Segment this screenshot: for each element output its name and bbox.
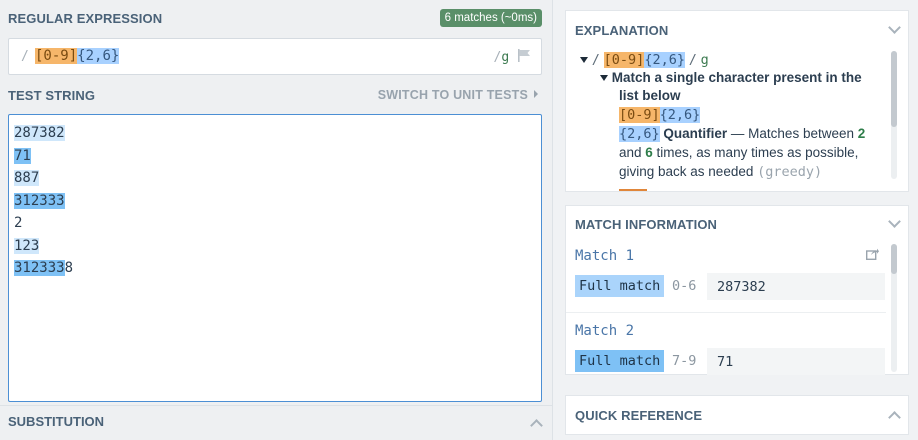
root-flags: g (700, 52, 709, 68)
match-label: Match 1 (575, 248, 635, 264)
node-description-line2: list below (619, 88, 681, 103)
quantifier-text: — Matches between (727, 126, 858, 141)
chevron-down-icon[interactable] (888, 215, 901, 228)
line-text: 2 (14, 215, 23, 231)
explanation-card: EXPLANATION / [0-9]{2,6} / g Match a sin… (565, 10, 909, 192)
regex-pattern[interactable]: [0-9]{2,6} (35, 48, 120, 64)
match-highlight: 312333 (14, 260, 65, 276)
editor-pane: REGULAR EXPRESSION 6 matches (~0ms) / [0… (0, 9, 552, 440)
detail-quantifier-token: {2,6} (659, 107, 701, 123)
test-string-lines: 287382 71 887 312333 2 123 3123338 (14, 122, 73, 280)
line-text: 8 (64, 260, 74, 276)
regex-set-token: [0-9] (35, 48, 78, 64)
regex-flag-g: g (501, 50, 510, 65)
test-line: 3123338 (14, 257, 73, 280)
match-count-badge: 6 matches (~0ms) (439, 9, 542, 27)
match-scrollbar[interactable] (891, 244, 897, 274)
flag-icon[interactable] (517, 49, 531, 62)
regex-input[interactable]: / [0-9]{2,6} /g (8, 38, 542, 75)
chevron-right-icon (534, 90, 538, 98)
test-line: 312333 (14, 190, 73, 213)
match-information-title[interactable]: MATCH INFORMATION (575, 217, 718, 232)
match-divider (566, 312, 886, 313)
regex-quantifier-token: {2,6} (77, 48, 120, 64)
tree-expand-icon[interactable] (600, 75, 608, 81)
node-description-line1: Match a single character present in the (611, 70, 862, 85)
sidebar-pane: EXPLANATION / [0-9]{2,6} / g Match a sin… (552, 0, 918, 440)
match-range: 7-9 (672, 353, 697, 369)
regex-delimiter-close: / (493, 50, 502, 65)
substitution-title: SUBSTITUTION (8, 414, 105, 429)
match-range: 0-6 (672, 278, 697, 294)
switch-to-unit-tests-button[interactable]: SWITCH TO UNIT TESTS (378, 88, 538, 102)
chevron-up-icon[interactable] (530, 419, 543, 432)
test-line: 123 (14, 235, 73, 258)
test-string-title: TEST STRING (8, 88, 96, 103)
chevron-up-icon[interactable] (888, 411, 901, 424)
match-value[interactable]: 71 (707, 348, 885, 375)
regex-flags[interactable]: /g (494, 49, 531, 65)
root-delimiter-close: / (688, 52, 697, 68)
greedy-label: (greedy) (757, 164, 823, 180)
root-quantifier-token: {2,6} (644, 52, 685, 68)
quick-reference-title: QUICK REFERENCE (575, 408, 703, 423)
match-highlight: 887 (14, 170, 40, 186)
test-line: 71 (14, 145, 73, 168)
quantifier-label: Quantifier (663, 126, 728, 141)
match-highlight: 287382 (14, 125, 65, 141)
quantifier-and: and (619, 145, 646, 160)
match-information-card: MATCH INFORMATION Match 1 Full match 0-6… (565, 205, 909, 375)
quantifier-token: {2,6} (619, 126, 660, 142)
quantifier-line3: giving back as needed (619, 164, 758, 179)
match-scroll-track (891, 244, 897, 372)
tree-root: / [0-9]{2,6} / g (580, 51, 709, 70)
test-line: 887 (14, 167, 73, 190)
match-highlight: 123 (14, 237, 40, 254)
node-pattern-row: [0-9]{2,6} (619, 106, 701, 125)
quantifier-max: 6 (645, 145, 653, 160)
regex-section-title: REGULAR EXPRESSION (8, 11, 163, 26)
match-highlight: 312333 (14, 192, 65, 209)
quantifier-row3: giving back as needed (greedy) (619, 163, 822, 182)
quantifier-min: 2 (857, 126, 866, 141)
full-match-tag: Full match (575, 275, 665, 297)
root-set-token: [0-9] (603, 52, 645, 68)
greedy-underline (619, 189, 647, 191)
match-label: Match 2 (575, 323, 635, 339)
quantifier-row2: and 6 times, as many times as possible, (619, 144, 858, 163)
explanation-title[interactable]: EXPLANATION (575, 23, 669, 38)
tree-node-charclass: Match a single character present in the (600, 69, 862, 88)
full-match-tag: Full match (575, 350, 665, 372)
regex-delimiter-open: / (21, 49, 29, 64)
test-line: 287382 (14, 122, 73, 145)
test-string-editor[interactable]: 287382 71 887 312333 2 123 3123338 (8, 114, 542, 402)
match-list: Match 1 Full match 0-6 287382 Match 2 Fu… (566, 242, 886, 376)
test-line: 2 (14, 212, 73, 235)
substitution-header[interactable]: SUBSTITUTION (0, 405, 552, 440)
node-description-line2-row: list below (619, 87, 681, 106)
match-value[interactable]: 287382 (707, 273, 885, 300)
quantifier-row: {2,6} Quantifier — Matches between 2 (619, 125, 865, 144)
explanation-tree: / [0-9]{2,6} / g Match a single characte… (578, 51, 892, 191)
match-highlight: 71 (14, 147, 31, 164)
detail-set-token: [0-9] (619, 107, 660, 123)
quantifier-rest: times, as many times as possible, (652, 145, 859, 160)
chevron-down-icon[interactable] (888, 21, 901, 34)
quick-reference-card[interactable]: QUICK REFERENCE (565, 395, 909, 435)
explanation-scrollbar[interactable] (891, 51, 897, 127)
root-delimiter-open: / (591, 52, 600, 68)
share-icon[interactable] (866, 248, 879, 260)
switch-to-unit-tests-label: SWITCH TO UNIT TESTS (377, 88, 528, 102)
tree-expand-icon[interactable] (580, 57, 588, 63)
